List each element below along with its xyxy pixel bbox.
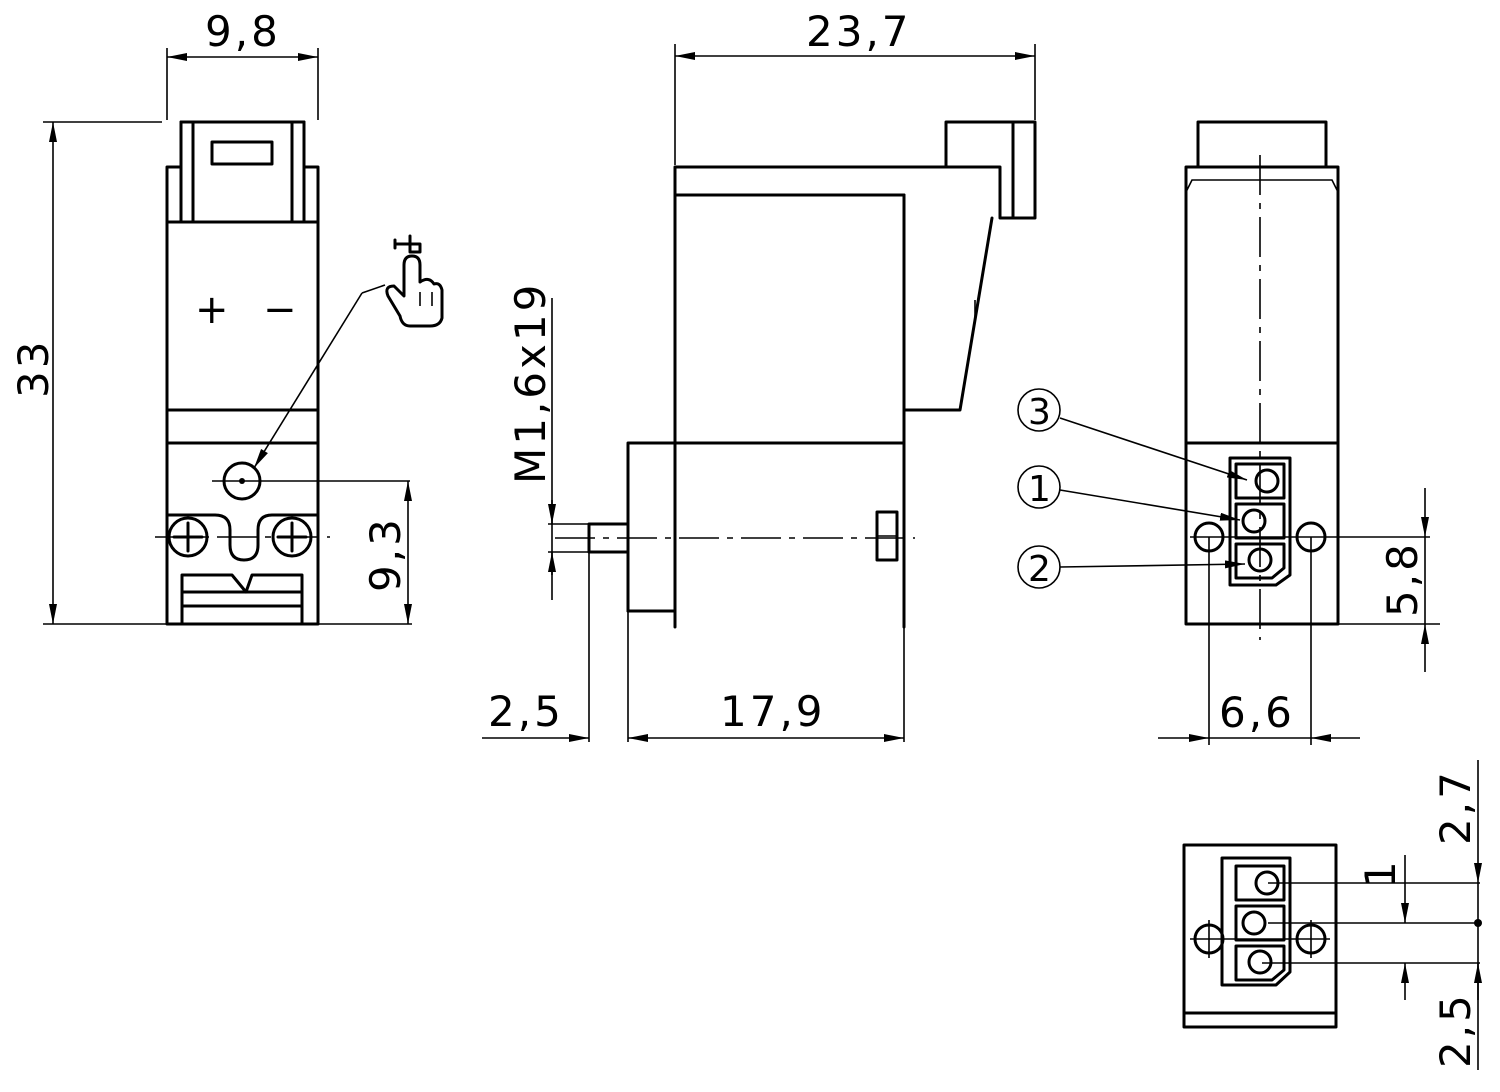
dim-port-height: 5,8 — [1378, 541, 1427, 617]
callout-3: 3 — [1017, 388, 1248, 481]
hand-pointer-icon — [385, 234, 444, 328]
dim-mount-height: 9,3 — [361, 516, 410, 592]
dim-width-front: 9,8 — [205, 7, 281, 56]
dim-spigot: 2,5 — [488, 687, 564, 736]
dim-body-length: 17,9 — [720, 687, 826, 736]
minus-label: − — [263, 287, 300, 333]
svg-text:3: 3 — [1028, 392, 1051, 433]
dim-detail-upper: 2,7 — [1431, 769, 1480, 845]
callout-1: 1 — [1017, 465, 1241, 521]
dim-detail-lower: 2,5 — [1431, 992, 1480, 1068]
dim-thread: M1,6x19 — [506, 282, 555, 484]
rear-view: 3 1 2 5,8 6,6 — [1017, 120, 1440, 745]
front-view: + − — [9, 7, 444, 626]
side-view: 23,7 M1,6x19 2,5 17,9 — [482, 7, 1037, 742]
dim-length-total: 23,7 — [806, 7, 912, 56]
dim-height-total: 33 — [9, 339, 58, 398]
dim-port-spacing: 6,6 — [1219, 688, 1295, 737]
plus-label: + — [195, 287, 232, 333]
svg-text:1: 1 — [1028, 469, 1051, 510]
svg-text:2: 2 — [1028, 549, 1051, 590]
dim-detail-pitch: 1 — [1356, 858, 1405, 888]
detail-view: 1 2,7 2,5 — [1182, 760, 1482, 1070]
callout-2: 2 — [1017, 545, 1246, 590]
